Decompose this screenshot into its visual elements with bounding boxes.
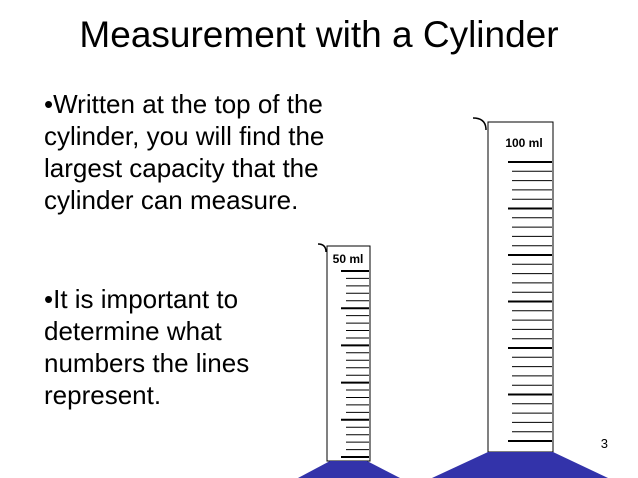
bullet-line: •It is important to [44,284,239,314]
cylinder-50ml: 50 ml [298,243,400,478]
cylinder-100ml: 100 ml [432,117,608,478]
bullet-line: numbers the lines [44,348,250,378]
graduation-marks [341,270,369,458]
cylinder-base [298,461,400,478]
bullet-line: largest capacity that the [44,153,319,183]
capacity-label: 50 ml [333,252,364,266]
bullet-capacity: •Written at the top of the cylinder, you… [44,88,324,216]
spout-icon [472,117,487,131]
slide-number: 3 [600,436,608,451]
bullet-line: determine what [44,316,222,346]
capacity-label: 100 ml [505,136,542,150]
graduation-marks [508,161,552,442]
bullet-line: cylinder, you will find the [44,121,325,151]
bullet-lines: •It is important to determine what numbe… [44,283,249,411]
cylinder-base [432,452,608,478]
spout-icon [317,243,327,253]
bullet-line: cylinder can measure. [44,185,299,215]
cylinder-tube [487,121,554,453]
bullet-line: represent. [44,380,162,410]
bullet-line: •Written at the top of the [44,89,323,119]
cylinder-tube [326,245,371,462]
slide-title: Measurement with a Cylinder [79,14,559,55]
